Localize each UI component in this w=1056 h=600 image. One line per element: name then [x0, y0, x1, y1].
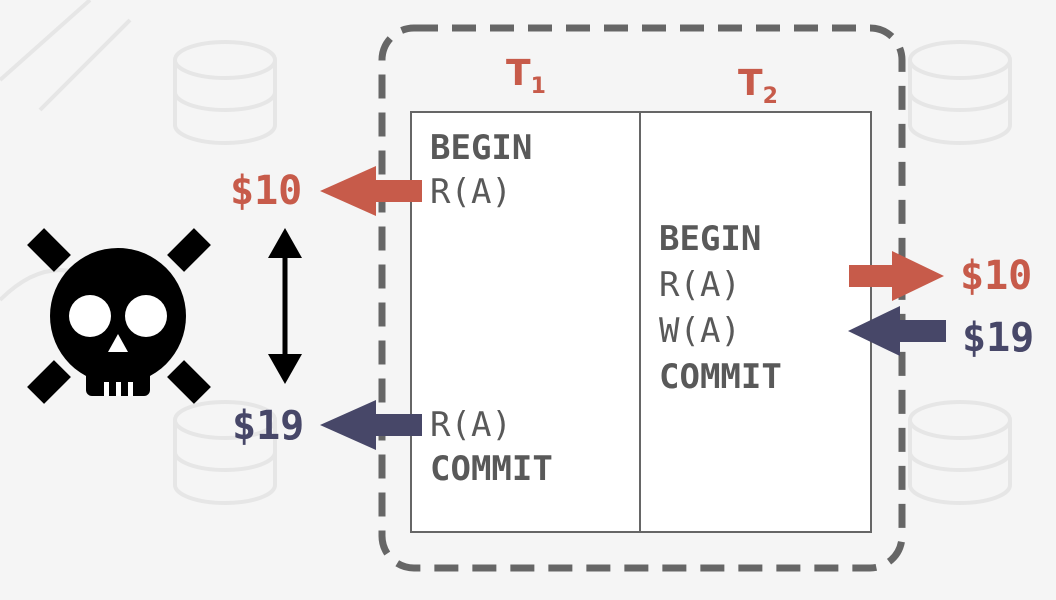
t1-header: T1: [506, 53, 546, 99]
t1-commit: COMMIT: [430, 449, 553, 489]
database-icon: [173, 400, 277, 505]
t1-second-read: R(A): [430, 405, 512, 445]
t1-begin: BEGIN: [430, 128, 533, 168]
t1-first-read-value: $10: [230, 168, 303, 214]
t2-header: T2: [738, 63, 778, 109]
t2-write-value: $19: [962, 315, 1035, 361]
database-icon: [908, 40, 1012, 145]
database-icon: [908, 400, 1012, 505]
t2-read-value: $10: [960, 253, 1033, 299]
decor-line: [0, 0, 132, 112]
t1-read-arrow: [320, 166, 422, 216]
database-icon: [173, 40, 277, 145]
t1-second-read-arrow: [320, 400, 422, 450]
t2-begin: BEGIN: [659, 219, 762, 259]
t2-write-arrow: [848, 306, 946, 356]
t1-read: R(A): [430, 172, 512, 212]
t2-commit: COMMIT: [659, 357, 782, 397]
t1-second-read-value: $19: [232, 403, 305, 449]
t2-write: W(A): [659, 311, 741, 351]
t2-read: R(A): [659, 265, 741, 305]
schedule-boundary: [378, 24, 906, 572]
double-arrow-icon: [268, 228, 302, 384]
skull-crossbones-icon: [27, 228, 211, 404]
t2-read-arrow: [849, 251, 944, 301]
